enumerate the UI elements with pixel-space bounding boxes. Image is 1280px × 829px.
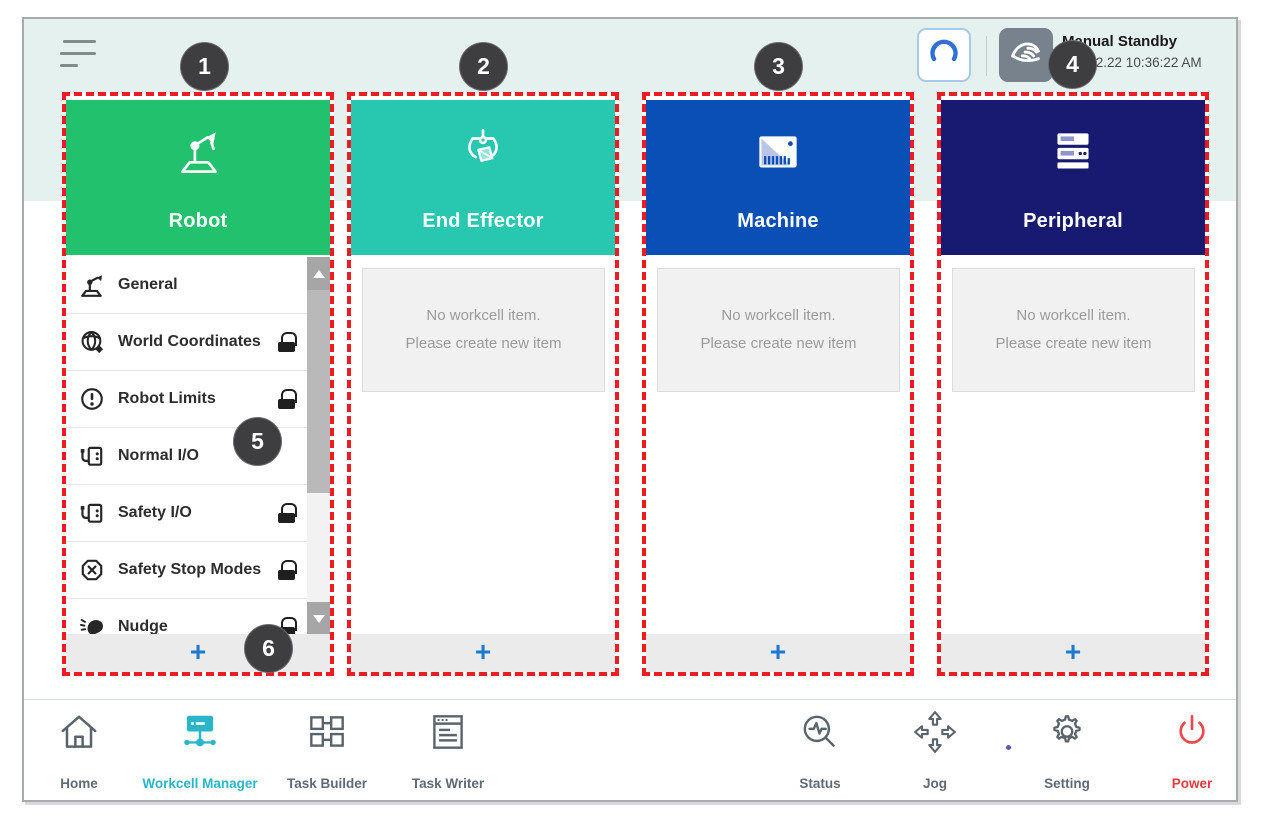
list-item-robot-limits[interactable]: Robot Limits bbox=[66, 371, 307, 428]
callout-badge-1: 1 bbox=[180, 42, 229, 91]
column-machine: Machine No workcell item. Please create … bbox=[642, 92, 914, 676]
end-effector-header[interactable]: End Effector bbox=[351, 100, 615, 255]
machine-icon bbox=[749, 124, 807, 187]
nav-setting[interactable]: Setting bbox=[1027, 709, 1107, 791]
plus-icon: + bbox=[474, 636, 492, 667]
scrollbar-thumb[interactable] bbox=[307, 290, 330, 493]
hamburger-menu-button[interactable] bbox=[60, 37, 96, 71]
robot-arm-icon bbox=[169, 124, 227, 187]
lock-icon bbox=[278, 332, 297, 352]
home-icon bbox=[56, 709, 102, 760]
plus-icon: + bbox=[769, 636, 787, 667]
list-item-safety-io[interactable]: Safety I/O bbox=[66, 485, 307, 542]
add-end-effector-button[interactable]: + bbox=[351, 634, 615, 672]
nav-task-writer[interactable]: Task Writer bbox=[393, 709, 503, 791]
gear-icon bbox=[1044, 709, 1090, 760]
status-mode-label: Manual Standby bbox=[1062, 33, 1178, 50]
nav-status[interactable]: Status bbox=[780, 709, 860, 791]
nav-jog[interactable]: Jog bbox=[895, 709, 975, 791]
callout-badge-2: 2 bbox=[459, 42, 508, 91]
column-title: Machine bbox=[737, 210, 819, 232]
machine-header[interactable]: Machine bbox=[646, 100, 910, 255]
status-icon bbox=[797, 709, 843, 760]
safety-stop-icon bbox=[78, 557, 106, 583]
empty-state: No workcell item. Please create new item bbox=[362, 268, 605, 392]
lock-icon bbox=[278, 617, 297, 635]
power-icon bbox=[1169, 709, 1215, 760]
column-robot: Robot General bbox=[62, 92, 334, 676]
hand-icon bbox=[1005, 32, 1047, 79]
empty-state: No workcell item. Please create new item bbox=[657, 268, 900, 392]
peripheral-icon bbox=[1044, 124, 1102, 187]
lock-icon bbox=[278, 503, 297, 523]
nav-workcell-manager[interactable]: Workcell Manager bbox=[118, 709, 282, 791]
lock-icon bbox=[278, 389, 297, 409]
robot-list-scrollbar[interactable] bbox=[307, 257, 330, 635]
column-title: Robot bbox=[168, 210, 228, 232]
robot-limits-icon bbox=[78, 386, 106, 412]
nudge-icon bbox=[78, 614, 106, 635]
task-builder-icon bbox=[304, 709, 350, 760]
plus-icon: + bbox=[1064, 636, 1082, 667]
peripheral-header[interactable]: Peripheral bbox=[941, 100, 1205, 255]
scroll-up-button[interactable] bbox=[307, 257, 330, 290]
general-icon bbox=[78, 272, 106, 298]
lock-icon bbox=[278, 560, 297, 580]
nav-divider bbox=[24, 699, 1236, 700]
empty-state: No workcell item. Please create new item bbox=[952, 268, 1195, 392]
jog-icon bbox=[912, 709, 958, 760]
list-item-general[interactable]: General bbox=[66, 257, 307, 314]
nav-indicator-dot bbox=[1006, 745, 1011, 750]
callout-badge-6: 6 bbox=[244, 624, 293, 673]
plus-icon: + bbox=[189, 636, 207, 667]
topbar-divider bbox=[986, 36, 987, 76]
column-peripheral: Peripheral No workcell item. Please crea… bbox=[937, 92, 1209, 676]
callout-badge-5: 5 bbox=[233, 417, 282, 466]
callout-badge-3: 3 bbox=[754, 42, 803, 91]
scroll-down-button[interactable] bbox=[307, 602, 330, 635]
callout-badge-4: 4 bbox=[1048, 40, 1097, 89]
nav-home[interactable]: Home bbox=[39, 709, 119, 791]
workcell-manager-icon bbox=[177, 709, 223, 760]
nav-power[interactable]: Power bbox=[1152, 709, 1232, 791]
add-machine-button[interactable]: + bbox=[646, 634, 910, 672]
io-icon bbox=[78, 500, 106, 526]
nav-task-builder[interactable]: Task Builder bbox=[262, 709, 392, 791]
robot-header[interactable]: Robot bbox=[66, 100, 330, 255]
list-item-safety-stop-modes[interactable]: Safety Stop Modes bbox=[66, 542, 307, 599]
column-title: End Effector bbox=[422, 210, 544, 232]
list-item-world-coordinates[interactable]: World Coordinates bbox=[66, 314, 307, 371]
column-end-effector: End Effector No workcell item. Please cr… bbox=[347, 92, 619, 676]
add-peripheral-button[interactable]: + bbox=[941, 634, 1205, 672]
robot-mode-button[interactable] bbox=[917, 28, 971, 82]
io-icon bbox=[78, 443, 106, 469]
cobot-icon bbox=[922, 31, 966, 80]
manual-mode-button[interactable] bbox=[999, 28, 1053, 82]
column-title: Peripheral bbox=[1023, 210, 1123, 232]
world-coordinates-icon bbox=[78, 329, 106, 355]
gripper-icon bbox=[454, 124, 512, 187]
task-writer-icon bbox=[425, 709, 471, 760]
robot-item-list: General World Coordinates bbox=[66, 257, 307, 635]
